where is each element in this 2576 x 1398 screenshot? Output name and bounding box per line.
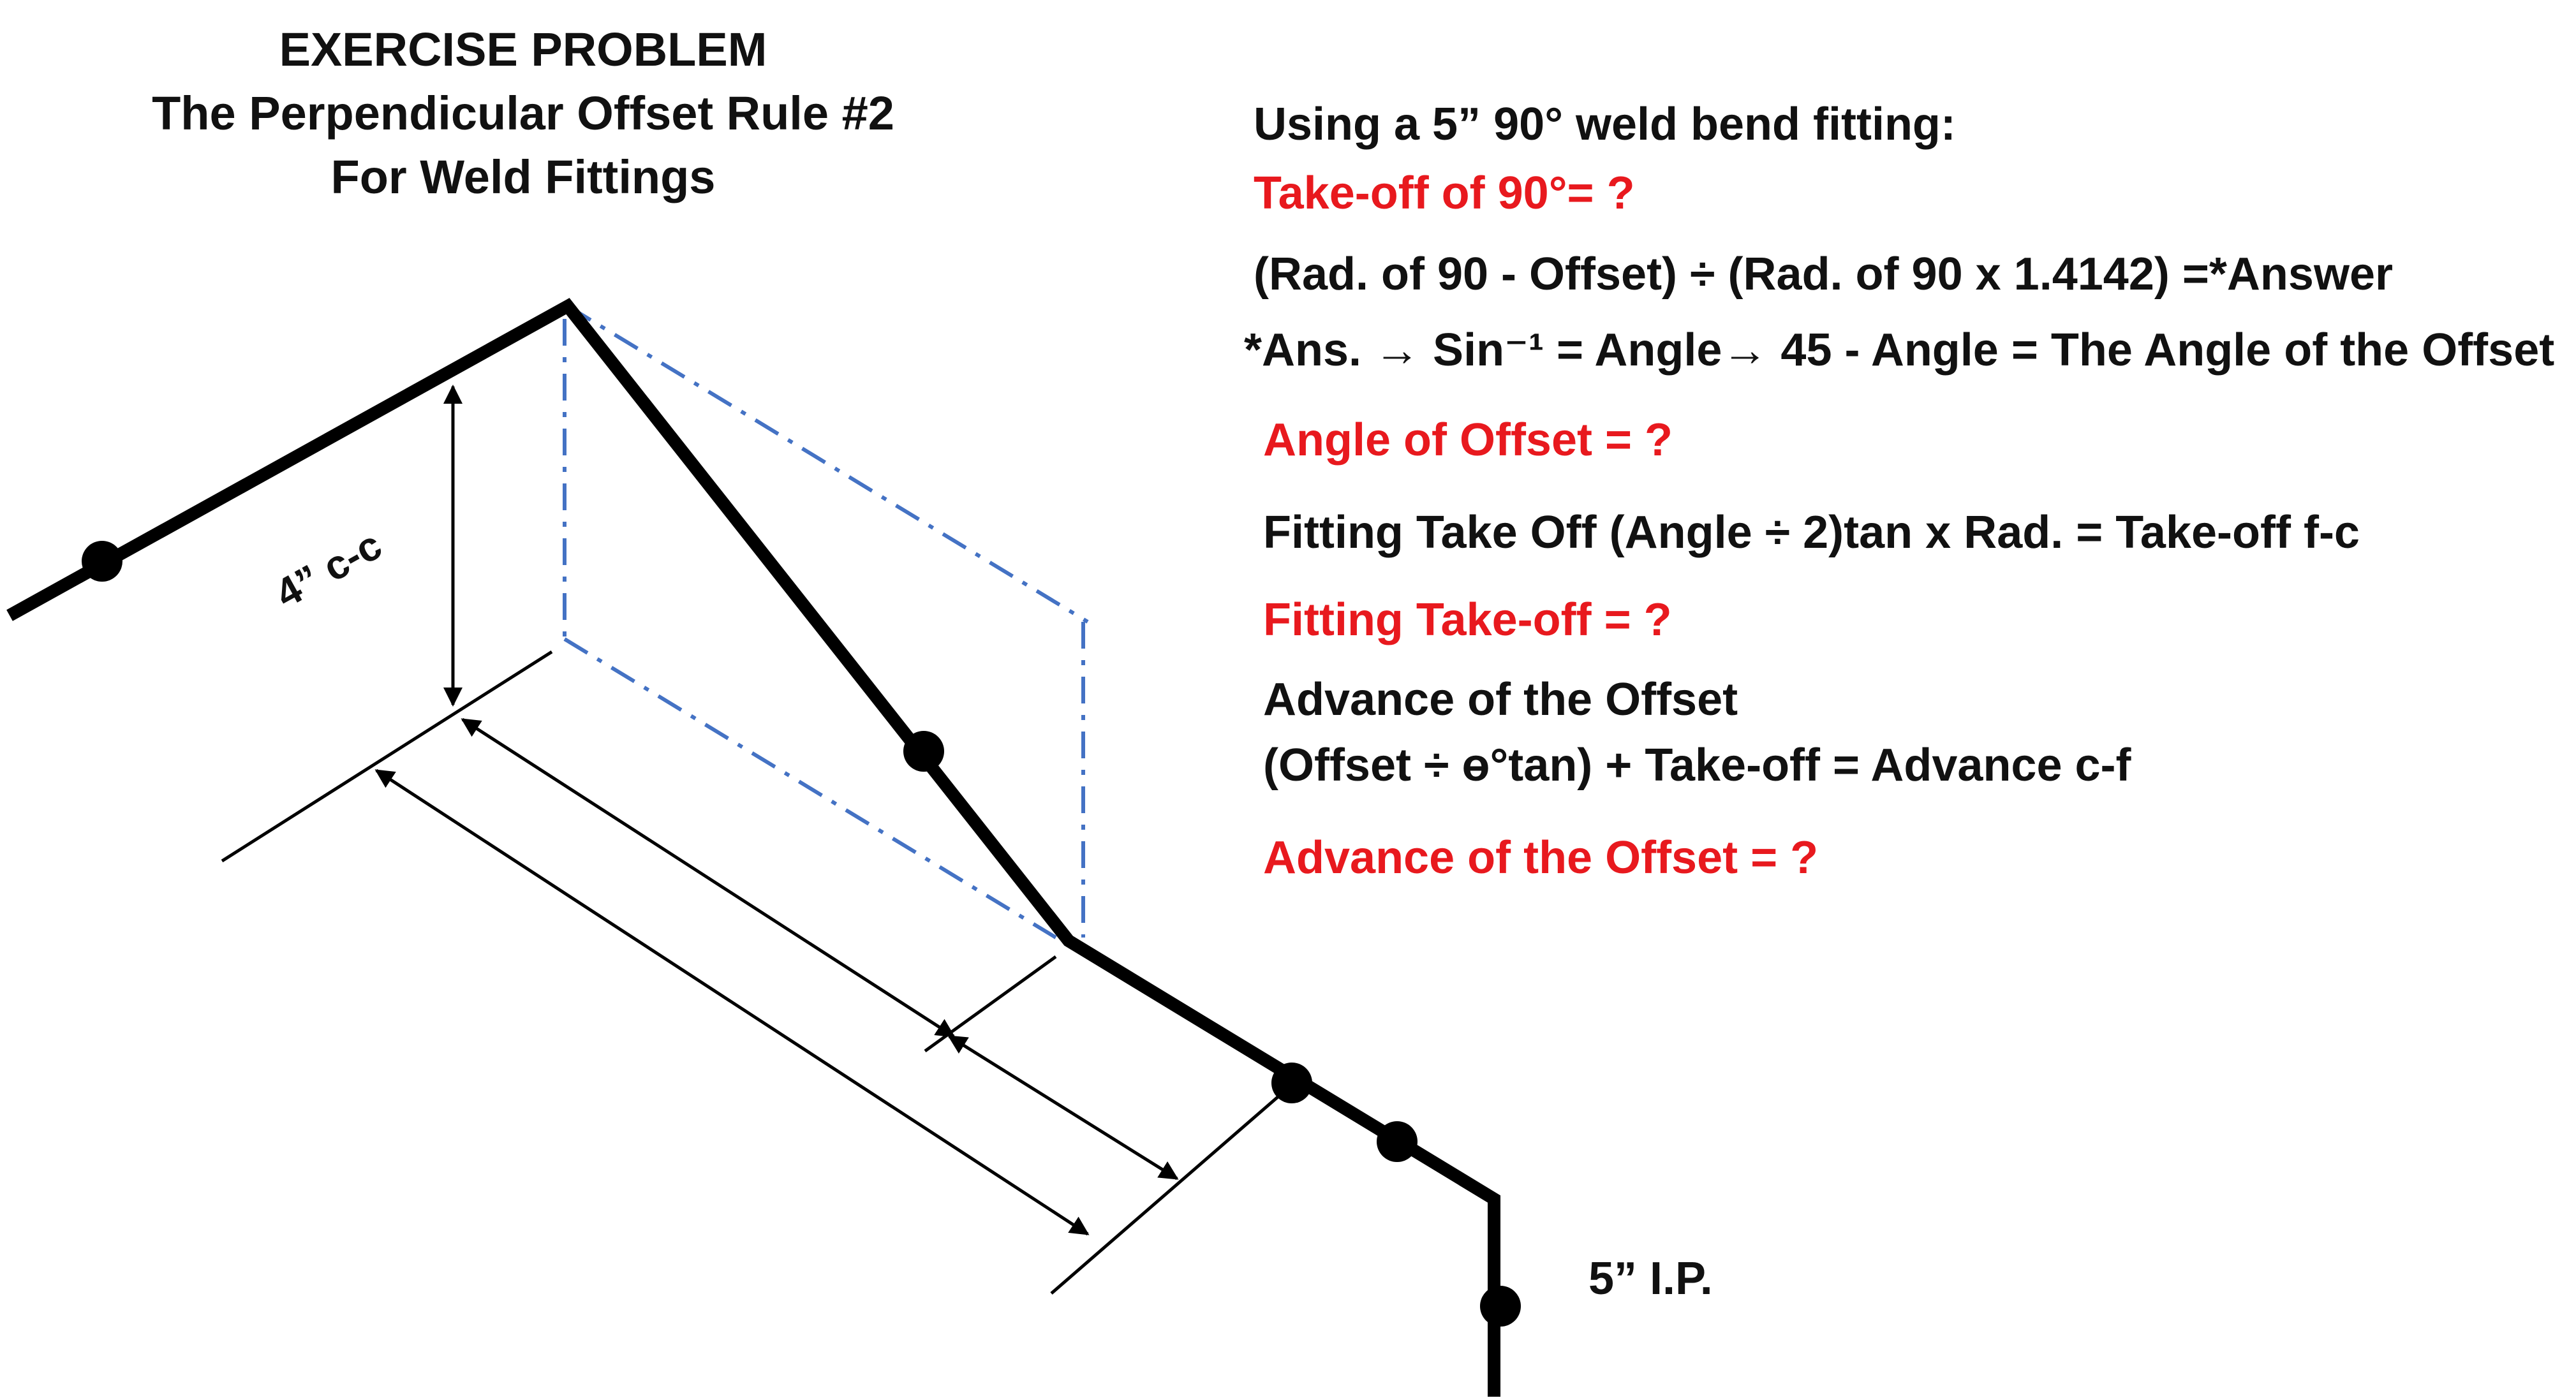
weld-joint xyxy=(1271,1063,1312,1103)
ratio-formula: (Rad. of 90 - Offset) ÷ (Rad. of 90 x 1.… xyxy=(1254,249,2394,300)
title-rule: The Perpendicular Offset Rule #2 xyxy=(152,87,894,140)
takeoff-question: Take-off of 90°= ? xyxy=(1254,168,1635,219)
fitting-statement: Using a 5” 90° weld bend fitting: xyxy=(1254,99,1956,150)
fitting-takeoff-formula: Fitting Take Off (Angle ÷ 2)tan x Rad. =… xyxy=(1263,507,2360,558)
weld-joint xyxy=(1377,1121,1418,1162)
extension-line-right xyxy=(1050,1087,1289,1295)
construction-bottom-edge xyxy=(563,637,1057,939)
title-subject: For Weld Fittings xyxy=(330,151,716,203)
weld-joint xyxy=(903,731,944,772)
extension-line-middle xyxy=(924,955,1057,1053)
fitting-takeoff-dimension-arrow xyxy=(461,717,956,1038)
advance-heading: Advance of the Offset xyxy=(1263,674,1738,725)
exercise-title: EXERCISE PROBLEM The Perpendicular Offse… xyxy=(83,18,963,209)
angle-question: Angle of Offset = ? xyxy=(1263,415,1673,466)
weld-joint xyxy=(1480,1286,1521,1327)
advance-dimension-arrow xyxy=(374,769,1090,1236)
weld-joint xyxy=(82,541,122,582)
construction-top-edge xyxy=(566,304,1089,624)
pipe-centerline xyxy=(6,298,1500,1397)
advance-formula: (Offset ÷ ɵ°tan) + Take-off = Advance c-… xyxy=(1263,740,2131,791)
dimension-lines xyxy=(221,385,1289,1295)
extension-line-left xyxy=(221,650,553,863)
weld-joints xyxy=(82,541,1521,1327)
angle-formula: *Ans. → Sin⁻¹ = Angle→ 45 - Angle = The … xyxy=(1244,325,2555,376)
advance-question: Advance of the Offset = ? xyxy=(1263,832,1819,883)
fitting-takeoff-question: Fitting Take-off = ? xyxy=(1263,594,1672,645)
pipe-size-label: 5” I.P. xyxy=(1588,1253,1713,1304)
travel-dimension-arrow xyxy=(947,1034,1179,1181)
title-heading: EXERCISE PROBLEM xyxy=(279,23,767,76)
